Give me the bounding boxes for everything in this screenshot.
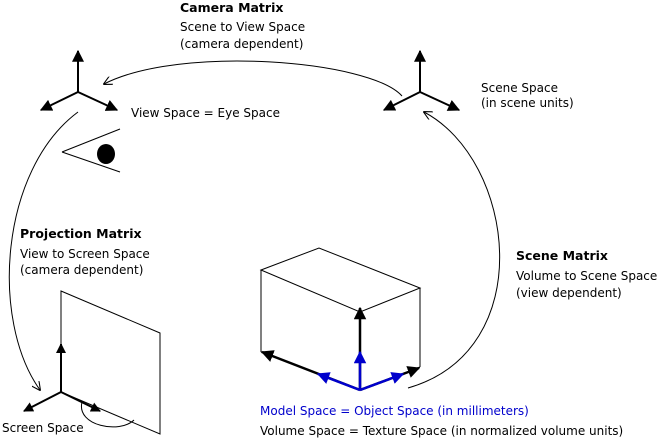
screen-plane [60,290,161,435]
volume-space-label: Volume Space = Texture Space (in normali… [260,424,623,438]
screen-space-axes [23,343,101,412]
scene-transform-arrow [407,112,501,389]
camera-matrix-title: Camera Matrix [180,0,283,15]
scene-matrix-line1: Volume to Scene Space [516,269,657,283]
view-space-axes [39,49,119,111]
screen-space-label: Screen Space [2,421,84,435]
projection-matrix-line2: (camera dependent) [20,263,143,277]
screen-rotation-arc [81,401,135,428]
view-space-label: View Space = Eye Space [131,106,280,120]
model-space-axes [316,350,405,392]
volume-box [259,247,422,391]
scene-space-axes [382,49,461,111]
scene-matrix-title: Scene Matrix [516,248,608,263]
scene-space-line2: (in scene units) [481,96,574,110]
projection-transform-arrow [8,111,79,390]
projection-matrix-title: Projection Matrix [20,226,142,241]
scene-space-line1: Scene Space [481,81,558,95]
model-space-label: Model Space = Object Space (in millimete… [260,404,529,418]
scene-matrix-line2: (view dependent) [516,286,622,300]
camera-matrix-line2: (camera dependent) [180,37,303,51]
projection-matrix-line1: View to Screen Space [20,247,150,261]
eye-icon [61,128,121,173]
camera-transform-arrow [104,60,403,97]
camera-matrix-line1: Scene to View Space [180,20,305,34]
